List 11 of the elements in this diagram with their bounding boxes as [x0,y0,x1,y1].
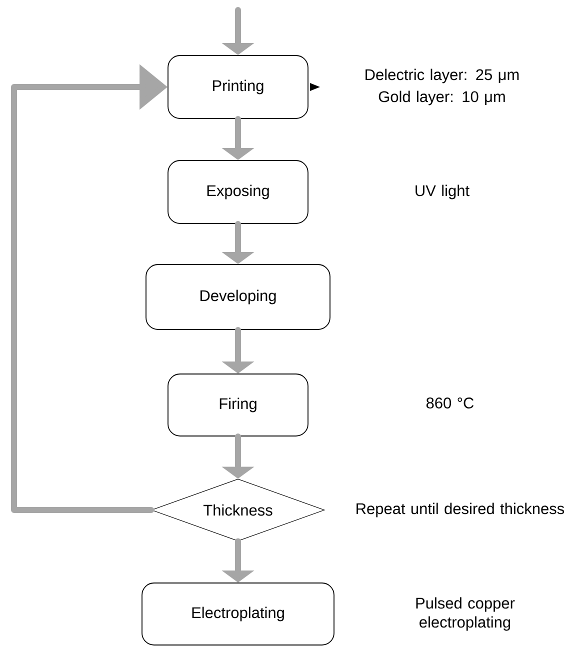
side-note: UV light [416,184,470,200]
process-box: Electroplating [142,582,334,646]
side-note: Gold layer: 10 μm [378,90,505,106]
process-box: Firing [168,374,308,436]
process-box: Developing [146,264,330,330]
process-box: Exposing [168,160,308,224]
side-note: Pulsed copper electroplating [416,597,515,631]
process-box: Printing [168,55,308,119]
side-note: 860 °C [426,398,474,408]
side-note: Delectric layer: 25 μm [366,68,519,84]
side-note: Repeat until desired thickness [356,502,564,518]
